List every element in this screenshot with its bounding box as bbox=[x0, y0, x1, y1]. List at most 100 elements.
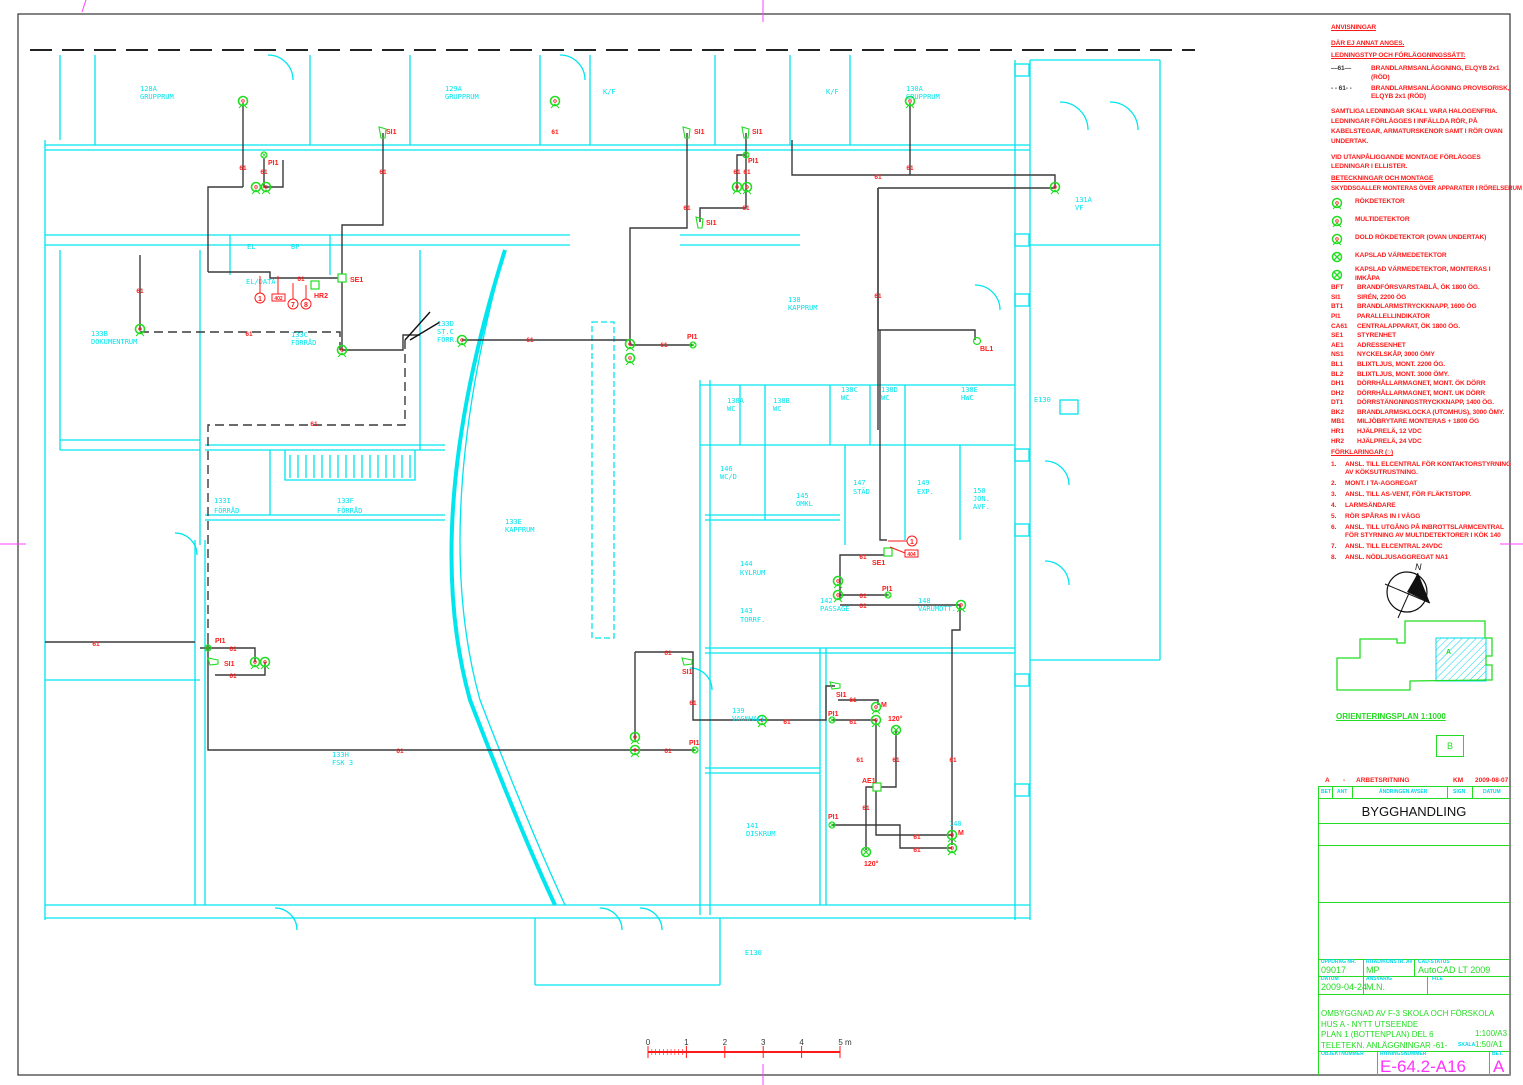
wire-type-label: 61 bbox=[742, 205, 750, 212]
wire-type-label: 61 bbox=[260, 169, 268, 176]
wire-type-label: 61 bbox=[689, 700, 697, 707]
parallel-indicator-icon bbox=[260, 151, 268, 159]
wire-type-label: 61 bbox=[892, 757, 900, 764]
project-line-1: OMBYGGNAD AV F-3 SKOLA OCH FÖRSKOLA bbox=[1321, 1009, 1495, 1018]
notes-list: 1.ANSL. TILL ELCENTRAL FÖR KONTAKTORSTYR… bbox=[1331, 461, 1511, 562]
parallel-indicator-icon bbox=[691, 746, 699, 754]
note-number: 5. bbox=[1331, 512, 1337, 520]
room-133b-name: DOKUMENTRUM bbox=[91, 338, 137, 346]
room-138a-number: 138A bbox=[727, 397, 745, 405]
siren-label: SI1 bbox=[694, 129, 705, 136]
note-text: ANSL. TILL AS-VENT, FÖR FLÄKTSTOPP. bbox=[1345, 490, 1471, 498]
code-description: HJÄLPRELÄ, 24 VDC bbox=[1357, 437, 1422, 445]
parallel-indicator-label: PI1 bbox=[748, 158, 759, 165]
code: DH2 bbox=[1331, 389, 1344, 397]
siren-icon bbox=[741, 126, 750, 139]
smoke-detector-icon bbox=[870, 714, 882, 728]
wire-type-label: 61 bbox=[862, 805, 870, 812]
legend-note-row: 4.LARMSÄNDARE bbox=[1331, 502, 1511, 510]
scale-a1: 1:50/A1 bbox=[1475, 1040, 1503, 1049]
room-148-name: VARUMOTT. bbox=[918, 605, 956, 613]
project-description: OMBYGGNAD AV F-3 SKOLA OCH FÖRSKOLA HUS … bbox=[1321, 1009, 1494, 1051]
smoke-detector-icon bbox=[832, 575, 844, 589]
revision-letter: A bbox=[1493, 1057, 1505, 1076]
cad-status-value: AutoCAD LT 2009 bbox=[1418, 965, 1491, 975]
header-bet: BET bbox=[1321, 789, 1331, 795]
wire-type-label: 61 bbox=[310, 421, 318, 428]
code-description: DÖRRHÅLLARMAGNET, MONT. UK DÖRR bbox=[1357, 389, 1486, 397]
multi-detector-mark: M bbox=[958, 830, 964, 837]
dashed-line-label: BRANDLARMSANLÄGGNING PROVISORISK, ELQYB … bbox=[1371, 84, 1510, 100]
explanation-markers bbox=[254, 276, 919, 558]
room-140-number: 140 bbox=[949, 820, 962, 828]
code: CA61 bbox=[1331, 322, 1348, 330]
room-149-name: EXP. bbox=[917, 488, 934, 496]
smoke-detector-icon bbox=[731, 181, 743, 195]
revision-text: ARBETSRITNING bbox=[1356, 777, 1410, 784]
wire-type-label: 61 bbox=[245, 331, 253, 338]
wire-type-label: 61 bbox=[913, 834, 921, 841]
uppdrag-value: 09017 bbox=[1321, 965, 1347, 975]
code: BT1 bbox=[1331, 303, 1344, 311]
code: SE1 bbox=[1331, 332, 1344, 340]
room-138c-name: WC bbox=[841, 394, 849, 402]
room-150-name2: AVF. bbox=[973, 503, 990, 511]
wire-type-label: 61 bbox=[239, 165, 247, 172]
note-text: RÖR SPÅRAS IN I VÄGG bbox=[1345, 512, 1421, 520]
address-unit-label: AE1 bbox=[862, 778, 876, 785]
wire-type-label: 61 bbox=[743, 169, 751, 176]
room-138-name: KAPPRUM bbox=[788, 304, 818, 312]
datum-label: DATUM bbox=[1321, 976, 1339, 982]
revision-sign: KM bbox=[1453, 777, 1464, 784]
parallel-indicator-label: PI1 bbox=[828, 814, 839, 821]
heat-detector-icon bbox=[890, 724, 902, 736]
parallel-indicator-label: PI1 bbox=[828, 711, 839, 718]
code-description: BRANDFÖRSVARSTABLÅ, ÖK 1800 ÖG. bbox=[1357, 284, 1480, 292]
heat-detector-120-label: 120° bbox=[888, 715, 903, 723]
file-label: FILE bbox=[1432, 976, 1443, 982]
room-145-number: 145 bbox=[796, 492, 809, 500]
code-description: SIRÉN, 2200 ÖG bbox=[1357, 293, 1407, 301]
note-number: 3. bbox=[1331, 490, 1337, 498]
note-text: ANSL. TILL ELCENTRAL FÖR KONTAKTORSTYRNI… bbox=[1345, 460, 1512, 476]
room-141-name: DISKRUM bbox=[746, 830, 776, 838]
wire-type-label: 61 bbox=[136, 288, 144, 295]
legend-note-row: 3. ANSL. TILL AS-VENT, FÖR FLÄKTSTOPP. bbox=[1331, 491, 1511, 499]
smoke-detector-icon bbox=[955, 599, 967, 613]
smoke-detector-icon bbox=[259, 656, 271, 670]
wire-type-label: 61 bbox=[683, 205, 691, 212]
smoke-detector-icon bbox=[1049, 181, 1061, 195]
legend-symbol-row: RÖKDETEKTOR bbox=[1331, 193, 1511, 211]
wire-type-label: 61 bbox=[551, 129, 559, 136]
room-146-number: 146 bbox=[720, 465, 733, 473]
smoke-detector-icon bbox=[624, 338, 636, 352]
room-142-number: 142 bbox=[820, 597, 833, 605]
smoke-detector-icon bbox=[250, 181, 262, 195]
legend-note-row: 8.ANSL. NÖDLJUSAGGREGAT NA1 bbox=[1331, 554, 1511, 562]
device-symbols bbox=[134, 95, 1061, 858]
control-unit-icon bbox=[337, 273, 347, 283]
note-number: 7. bbox=[1331, 542, 1337, 550]
wire-type-label: 61 bbox=[874, 174, 882, 181]
note-text: LARMSÄNDARE bbox=[1345, 501, 1396, 509]
legend-panel: ANVISNINGAR DÄR EJ ANNAT ANGES. LEDNINGS… bbox=[1331, 23, 1522, 562]
smoke-detector-icon bbox=[1331, 230, 1351, 247]
wire-type-label: 61 bbox=[660, 342, 668, 349]
room-143-number: 143 bbox=[740, 607, 753, 615]
legend-symbol-label: KAPSLAD VÄRMEDETEKTOR, MONTERAS I IMKÅPA bbox=[1355, 265, 1491, 283]
legend-note-row: 7.ANSL. TILL ELCENTRAL 24VDC bbox=[1331, 543, 1511, 551]
room-133d-name: ST.C bbox=[437, 328, 454, 336]
scale-tick-label: 1 bbox=[684, 1038, 689, 1047]
smoke-detector-icon bbox=[870, 701, 882, 715]
